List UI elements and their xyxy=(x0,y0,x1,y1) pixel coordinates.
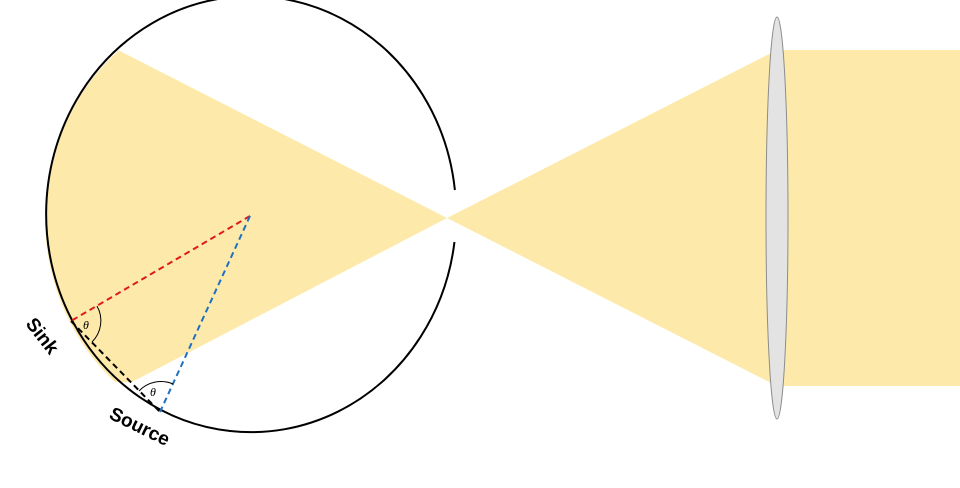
sink-radius-line xyxy=(70,215,251,322)
theta-label-source: θ xyxy=(150,385,156,399)
theta-label-sink: θ xyxy=(83,318,89,332)
convex-lens-icon xyxy=(765,16,789,420)
sphere-outline xyxy=(45,0,456,434)
beam-cone-to-lens xyxy=(447,50,777,386)
source-radius-line xyxy=(159,215,251,413)
sink-source-chord xyxy=(70,320,161,413)
angle-arc-source xyxy=(138,380,174,392)
beam-collimated xyxy=(777,50,960,386)
sink-label: Sink xyxy=(21,314,63,359)
angle-arc-sink xyxy=(91,305,102,343)
beam-inside-sphere xyxy=(45,50,447,382)
